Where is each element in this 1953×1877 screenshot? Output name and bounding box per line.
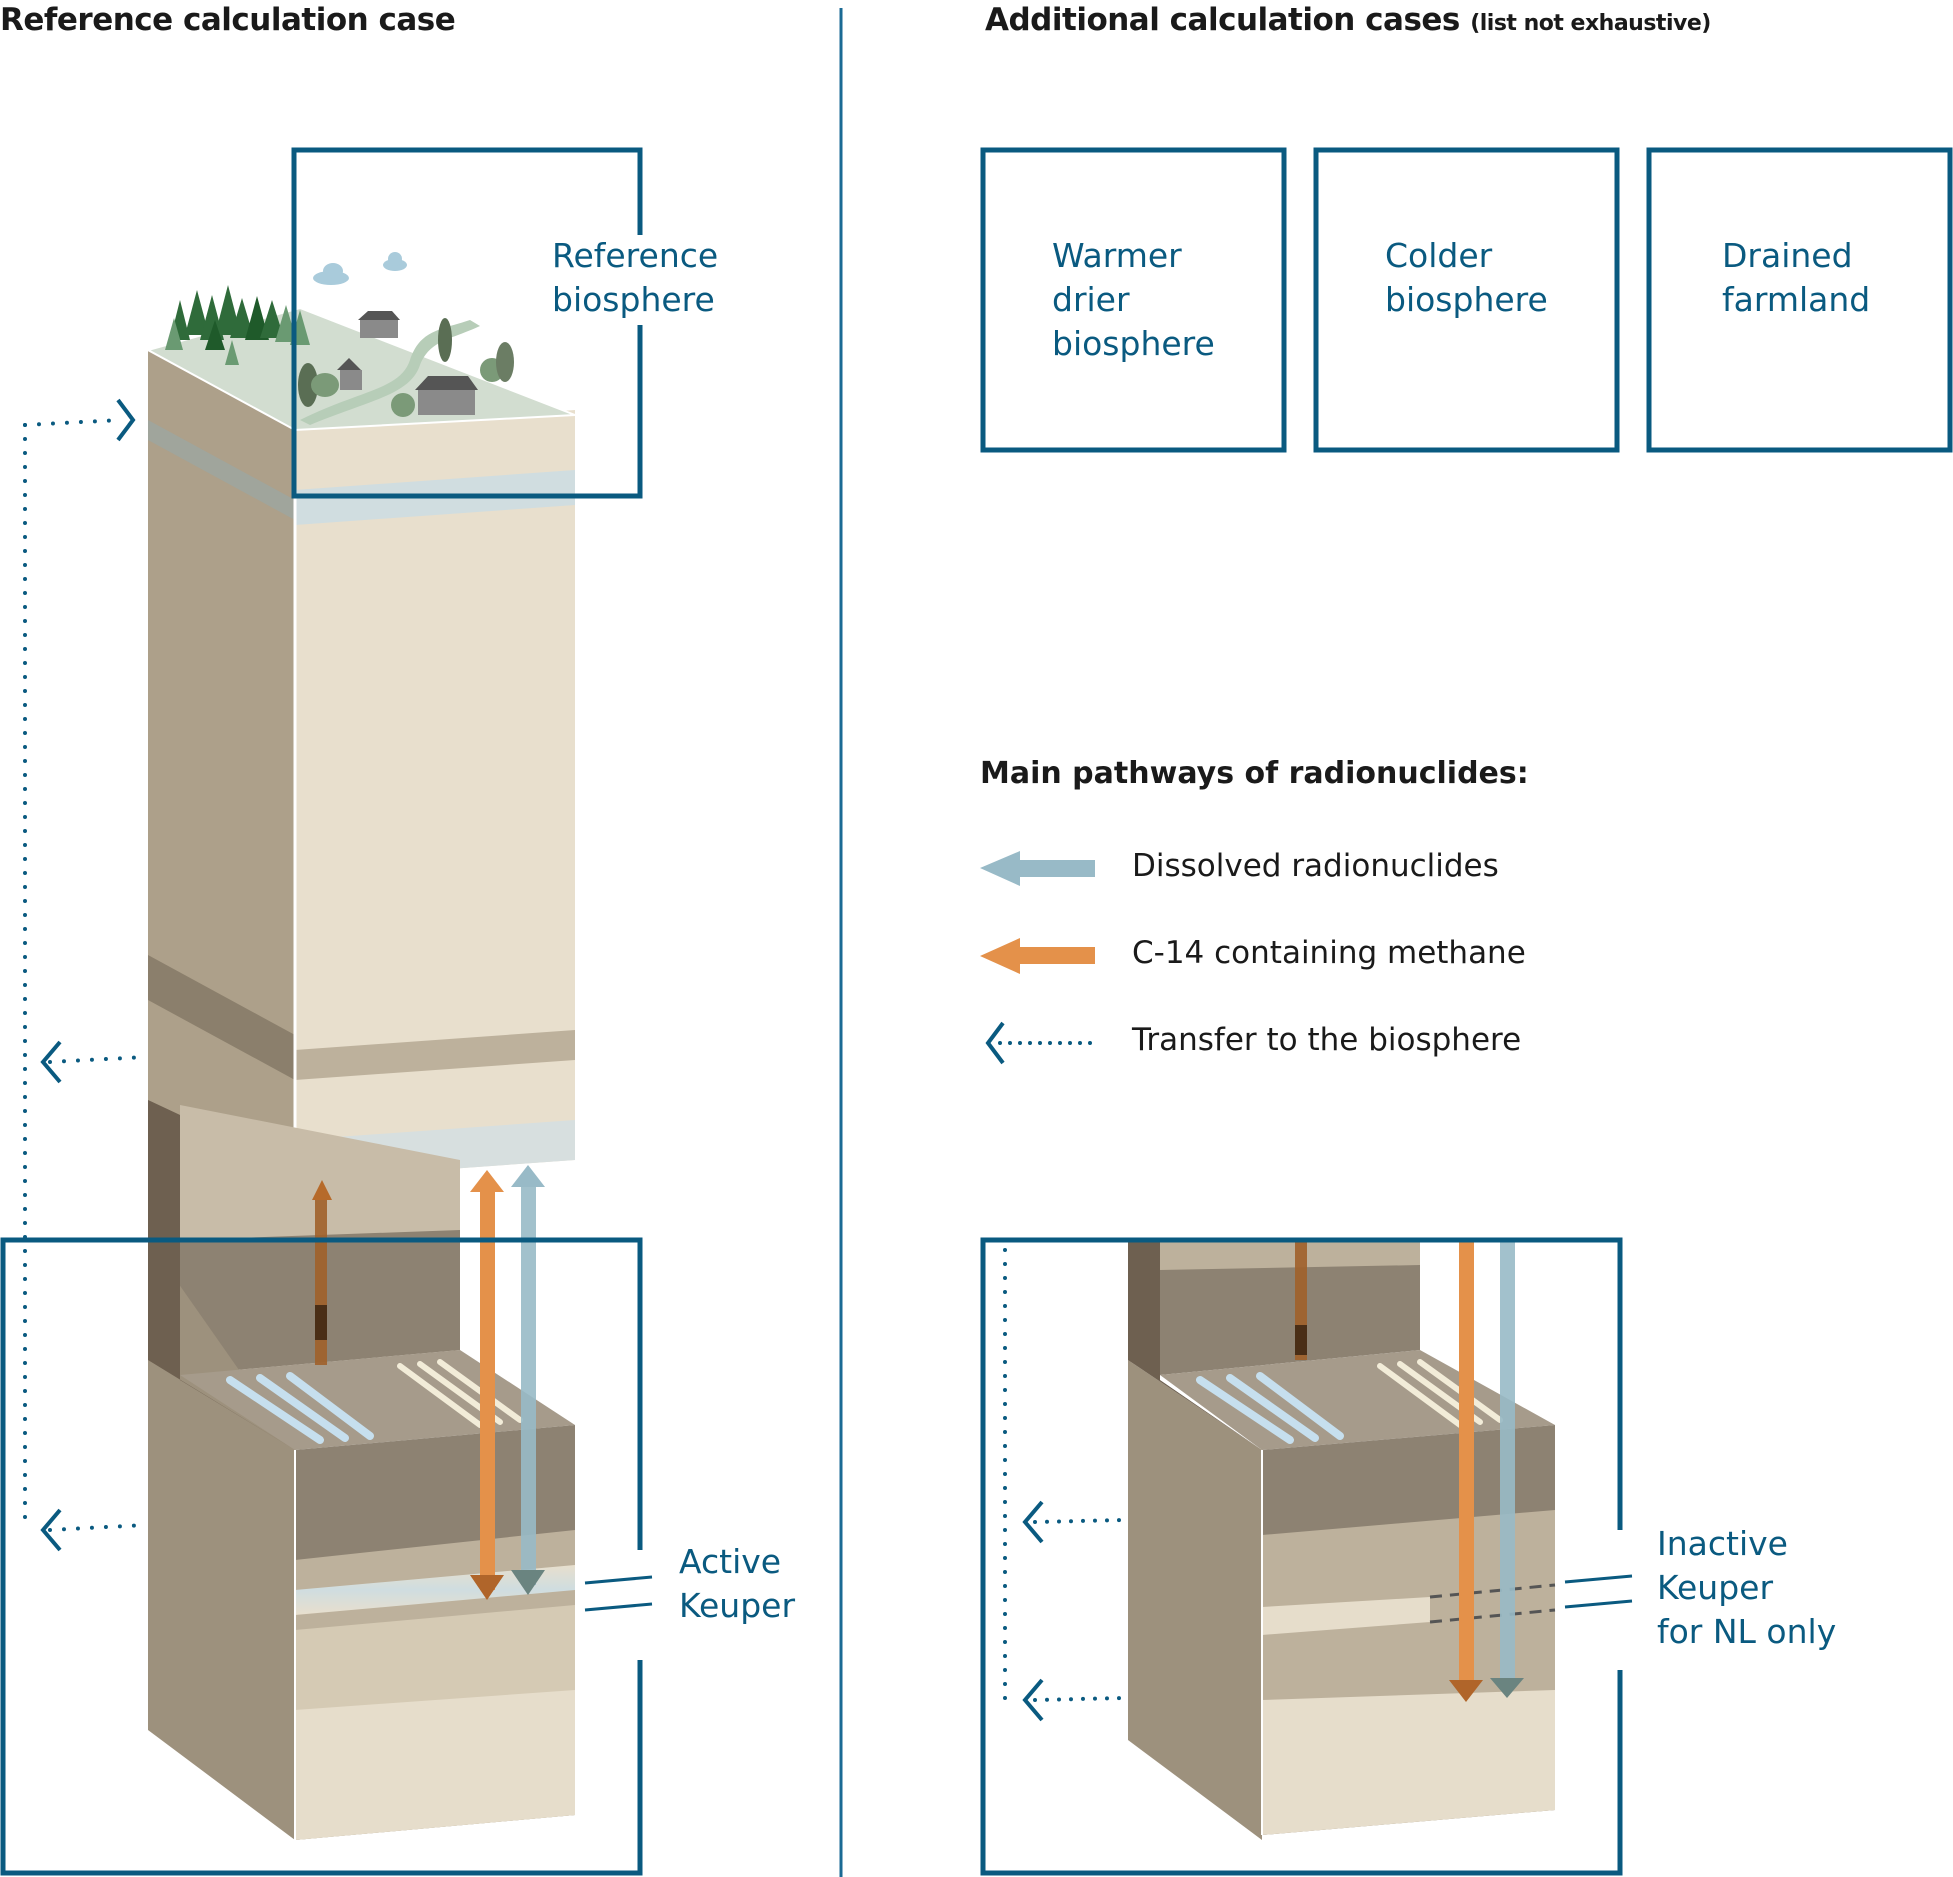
case-box-frame <box>1646 147 1953 453</box>
legend-item-dissolved-radionuclides: Dissolved radionuclides <box>1132 848 1499 884</box>
dissolved-arrow-down <box>1490 1240 1524 1698</box>
legend-item-transfer-to-biosphere: Transfer to the biosphere <box>1132 1022 1522 1058</box>
case-box-frame <box>1313 147 1620 453</box>
legend-item-c14-methane: C-14 containing methane <box>1132 935 1526 971</box>
case-box-frame <box>980 147 1287 453</box>
right-panel-title-note: (list not exhaustive) <box>1470 11 1711 36</box>
orange-arrow-icon <box>980 938 1095 974</box>
inactive-keuper-geology-column <box>1128 1240 1556 1840</box>
cloud-icon <box>313 252 407 285</box>
case-label-colder-biosphere: Colder biosphere <box>1385 236 1548 319</box>
legend-title: Main pathways of radionuclides: <box>980 756 1529 791</box>
tree-icon <box>298 318 514 417</box>
left-panel-title: Reference calculation case <box>0 2 456 38</box>
methane-arrow-down <box>1449 1240 1483 1702</box>
methane-arrow-up <box>470 1170 504 1600</box>
right-panel-title-main: Additional calculation cases <box>985 2 1460 38</box>
keuper-pointer-line <box>584 1575 653 1585</box>
transfer-arrow-dotted <box>1003 1248 1127 1722</box>
keuper-pointer-line <box>584 1602 653 1612</box>
keuper-pointer-line <box>1564 1599 1633 1609</box>
light-blue-arrow-icon <box>980 851 1095 886</box>
case-label-drained-farmland: Drained farmland <box>1722 236 1871 319</box>
active-keuper-label: Active Keuper <box>679 1542 796 1625</box>
methane-arrow-shaft <box>312 1180 332 1200</box>
case-label-warmer-drier-biosphere: Warmer drier biosphere <box>1052 236 1215 363</box>
transfer-arrow-dotted <box>23 398 147 1552</box>
house-icon <box>337 311 478 415</box>
inactive-keuper-label: Inactive Keuper for NL only <box>1657 1524 1837 1651</box>
right-panel-title: Additional calculation cases (list not e… <box>985 2 1711 38</box>
keuper-pointer-line <box>1564 1574 1633 1584</box>
dotted-arrow-icon <box>985 1021 1097 1065</box>
reference-geology-column <box>145 252 576 1840</box>
dissolved-arrow-up <box>511 1165 545 1595</box>
reference-biosphere-label: Reference biosphere <box>552 236 719 319</box>
